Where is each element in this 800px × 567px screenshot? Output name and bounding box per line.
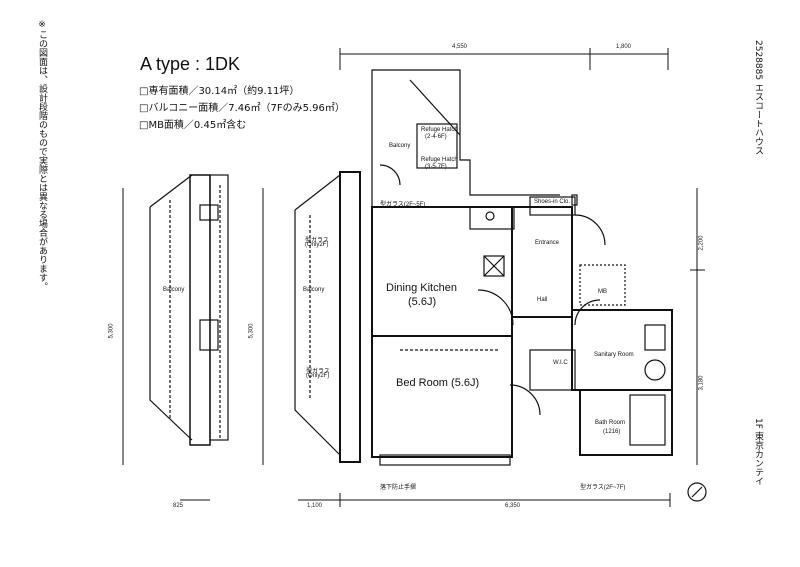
dim-right-b: 3,180 <box>698 375 705 391</box>
room-entrance: Entrance <box>535 240 560 246</box>
dim-left-a: 5,300 <box>108 323 115 339</box>
room-shoes-closet: Shoes-in Clo. <box>534 199 571 205</box>
label-refuge-hatch-a: Refuge Hatch <box>421 127 458 133</box>
label-refuge-hatch-a-floors: (2·4·6F) <box>425 134 447 140</box>
right-top-code: 2528885 エスコートハウス <box>753 40 763 155</box>
dim-right-a: 2,200 <box>698 235 705 251</box>
label-glass-only2f: 型ガラス <box>305 238 329 244</box>
room-dining-kitchen-size: (5.6J) <box>408 296 437 308</box>
main-plan <box>199 69 707 502</box>
plan-title: A type : 1DK <box>140 54 241 74</box>
spec-floor-area: □専有面積／30.14㎡（約9.11坪） <box>139 86 300 97</box>
room-sanitary: Sanitary Room <box>594 352 634 358</box>
label-refuge-hatch-b-floors: (3·5·7F) <box>425 164 447 170</box>
room-mb: MB <box>598 289 607 295</box>
label-glass-only2f-sub: (Only2F) <box>305 242 329 248</box>
dim-top-b: 1,800 <box>616 44 632 50</box>
room-hall: Hall <box>537 297 548 303</box>
room-bath: Bath Room <box>595 420 626 426</box>
room-bath-size: (1216) <box>603 429 621 435</box>
left-disclaimer: ※この図面は、設計段階のもので実際とは異なる場合があります。 <box>37 20 47 291</box>
dim-top-a: 4,550 <box>452 44 468 50</box>
label-glass-2-7f: 型ガラス(2F~7F) <box>580 485 626 491</box>
label-glass-only2f-b: 型ガラス <box>306 369 330 375</box>
room-balcony-main: Balcony <box>303 287 325 293</box>
label-glass-only2f-b-sub: (Only2F) <box>306 373 330 379</box>
right-bottom-code: 1F 東京カンテイ <box>753 418 763 486</box>
dim-bottom-c: 6,350 <box>505 503 521 509</box>
label-refuge-hatch-b: Refuge Hatch <box>421 157 458 163</box>
spec-balcony-area: □バルコニー面積／7.46㎡（7Fのみ5.96㎡） <box>139 103 345 114</box>
room-dining-kitchen: Dining Kitchen <box>386 282 457 294</box>
room-balcony-top: Balcony <box>389 143 411 149</box>
label-glass-2-5f: 型ガラス(2F~5F) <box>380 202 426 208</box>
dim-bottom-a: 825 <box>173 503 184 509</box>
room-balcony-small: Balcony <box>163 287 185 293</box>
dim-bottom-b: 1,100 <box>307 503 323 509</box>
label-drop-prevention: 落下防止手摺 <box>380 485 417 491</box>
dim-left-b: 5,300 <box>248 323 255 339</box>
side-elevation-small <box>149 174 229 446</box>
room-bed-room: Bed Room (5.6J) <box>396 377 480 389</box>
room-wic: W.I.C <box>553 360 568 366</box>
spec-mb-area: □MB面積／0.45㎡含む <box>139 120 247 131</box>
